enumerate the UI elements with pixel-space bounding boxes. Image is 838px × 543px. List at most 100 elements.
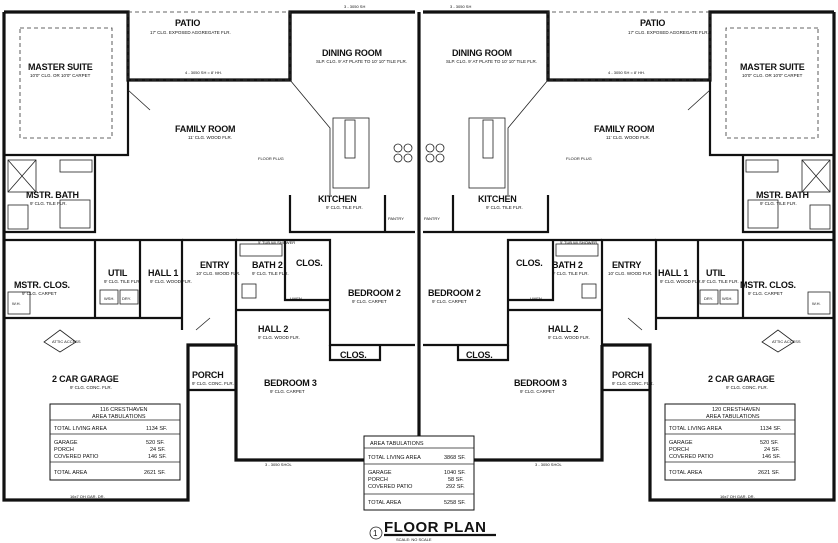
room-label: KITCHEN (478, 194, 517, 204)
table-cell: 58 SF. (448, 477, 464, 483)
room-note: 9' CLG. CARPET (520, 389, 555, 394)
room-note: 9' CLG. TILE FLR. (104, 279, 141, 284)
table-cell: 292 SF. (446, 484, 465, 490)
room-label: PATIO (640, 18, 665, 28)
table-frame (664, 403, 796, 481)
room-label: HALL 2 (258, 324, 288, 334)
table-cell: 520 SF. (146, 440, 165, 446)
room-note: 17' CLG. EXPOSED AGGREGATE FLR. (628, 30, 709, 35)
room-label: BATH 2 (552, 260, 583, 270)
room-label: CLOS. (466, 350, 493, 360)
table-frame (49, 403, 181, 481)
room-note: 9' CLG. WOOD FLR. (258, 335, 300, 340)
title-callout (369, 526, 383, 540)
room-note: PANTRY (424, 216, 440, 221)
table-cell: TOTAL AREA (368, 500, 402, 506)
room-note: ATTIC ACCESS (52, 339, 81, 344)
room-label: UTIL (706, 268, 726, 278)
room-note: 9' CLG. CARPET (352, 299, 387, 304)
room-label: PORCH (192, 370, 224, 380)
room-note: 9' CLG. CARPET (432, 299, 467, 304)
room-note: 9' CLG. WOOD FLR. (548, 335, 590, 340)
table-header: 120 CRESTHAVEN (712, 407, 760, 413)
table-cell: TOTAL LIVING AREA (368, 455, 421, 461)
note: WSH. (104, 296, 114, 301)
table-cell: GARAGE (54, 440, 78, 446)
table-cell: TOTAL AREA (669, 470, 703, 476)
table-cell: 5258 SF. (444, 500, 466, 506)
room-label: DINING ROOM (322, 48, 382, 58)
table-cell: COVERED PATIO (368, 484, 413, 490)
table-cell: GARAGE (669, 440, 693, 446)
room-label: FAMILY ROOM (175, 124, 235, 134)
scale-note: SCALE: NO SCALE (396, 537, 432, 542)
room-label: CLOS. (296, 258, 323, 268)
room-note: 9' CLG. CONC. FLR. (612, 381, 654, 386)
table-cell: 3868 SF. (444, 455, 466, 461)
room-label: MSTR. BATH (26, 190, 79, 200)
room-label: ENTRY (200, 260, 229, 270)
table-cell: 1040 SF. (444, 470, 466, 476)
note: W.H. (12, 301, 21, 306)
table-cell: 24 SF. (764, 447, 780, 453)
table-cell: PORCH (54, 447, 74, 453)
table-cell: 146 SF. (148, 454, 167, 460)
note: 3 - 3050 SH (344, 4, 365, 9)
table-cell: 24 SF. (150, 447, 166, 453)
note: DRY. (704, 296, 713, 301)
room-note: 9' CLG. WOOD FLR. (660, 279, 702, 284)
room-label: 2 CAR GARAGE (52, 374, 119, 384)
room-label: BEDROOM 2 (348, 288, 401, 298)
room-note: 9' CLG. TILE FLR. (30, 201, 67, 206)
room-note: 9' CLG. TILE FLR. (486, 205, 523, 210)
note: W.H. (812, 301, 821, 306)
table-header: AREA TABULATIONS (370, 441, 424, 447)
room-note: 9' CLG. CARPET (22, 291, 57, 296)
table-cell: COVERED PATIO (669, 454, 714, 460)
room-note: 17' CLG. EXPOSED AGGREGATE FLR. (150, 30, 231, 35)
room-note: ATTIC ACCESS (772, 339, 801, 344)
labels-right: PATIO 17' CLG. EXPOSED AGGREGATE FLR. DI… (344, 4, 821, 499)
table-cell: GARAGE (368, 470, 392, 476)
room-label: MSTR. BATH (756, 190, 809, 200)
note: WSH. (722, 296, 732, 301)
room-note: 9' CLG. CONC. FLR. (70, 385, 112, 390)
table-subheader: AREA TABULATIONS (92, 414, 146, 420)
note: 3 - 3050 SH (450, 4, 471, 9)
room-label: 2 CAR GARAGE (708, 374, 775, 384)
area-table-120: 120 CRESTHAVEN AREA TABULATIONS TOTAL LI… (664, 403, 796, 481)
note: DRY. (122, 296, 131, 301)
table-subheader: AREA TABULATIONS (706, 414, 760, 420)
room-note: 9' CLG. CARPET (748, 291, 783, 296)
room-note: 10' CLG. WOOD FLR. (608, 271, 652, 276)
room-label: BATH 2 (252, 260, 283, 270)
table-cell: 520 SF. (760, 440, 779, 446)
room-note: 9' CLG. CONC. FLR. (192, 381, 234, 386)
table-cell: COVERED PATIO (54, 454, 99, 460)
title-number: 1 (373, 529, 378, 538)
room-note: 9' CLG. CARPET (270, 389, 305, 394)
table-cell: 1134 SF. (760, 426, 782, 432)
note: 16x7 OH GAR. DR. (70, 494, 105, 499)
room-note: 11' CLG. WOOD FLR. (606, 135, 650, 140)
room-note: 9' CLG. TILE FLR. (252, 271, 289, 276)
unit-116 (2, 10, 415, 502)
room-label: FAMILY ROOM (594, 124, 654, 134)
table-cell: TOTAL LIVING AREA (54, 426, 107, 432)
room-note: LINEN (530, 296, 542, 301)
room-note: SLP. CLG. 9' AT PLATE TO 10' 10" TILE FL… (316, 59, 407, 64)
room-note: 11' CLG. WOOD FLR. (188, 135, 232, 140)
room-label: BEDROOM 3 (514, 378, 567, 388)
table-cell: PORCH (368, 477, 388, 483)
table-cell: 1134 SF. (146, 426, 168, 432)
note: 4 - 3050 SH = 8' HH. (185, 70, 222, 75)
room-note: 10' CLG. WOOD FLR. (196, 271, 240, 276)
note: 16x7 OH GAR. DR. (720, 494, 755, 499)
plan-title: FLOOR PLAN (384, 519, 487, 536)
table-cell: PORCH (669, 447, 689, 453)
room-label: HALL 1 (148, 268, 178, 278)
note: 4 - 3050 SH = 8' HH. (608, 70, 645, 75)
area-table-total: AREA TABULATIONS TOTAL LIVING AREA 3868 … (363, 435, 475, 511)
room-note: 5' TUB W/ SHOWER (560, 240, 597, 245)
